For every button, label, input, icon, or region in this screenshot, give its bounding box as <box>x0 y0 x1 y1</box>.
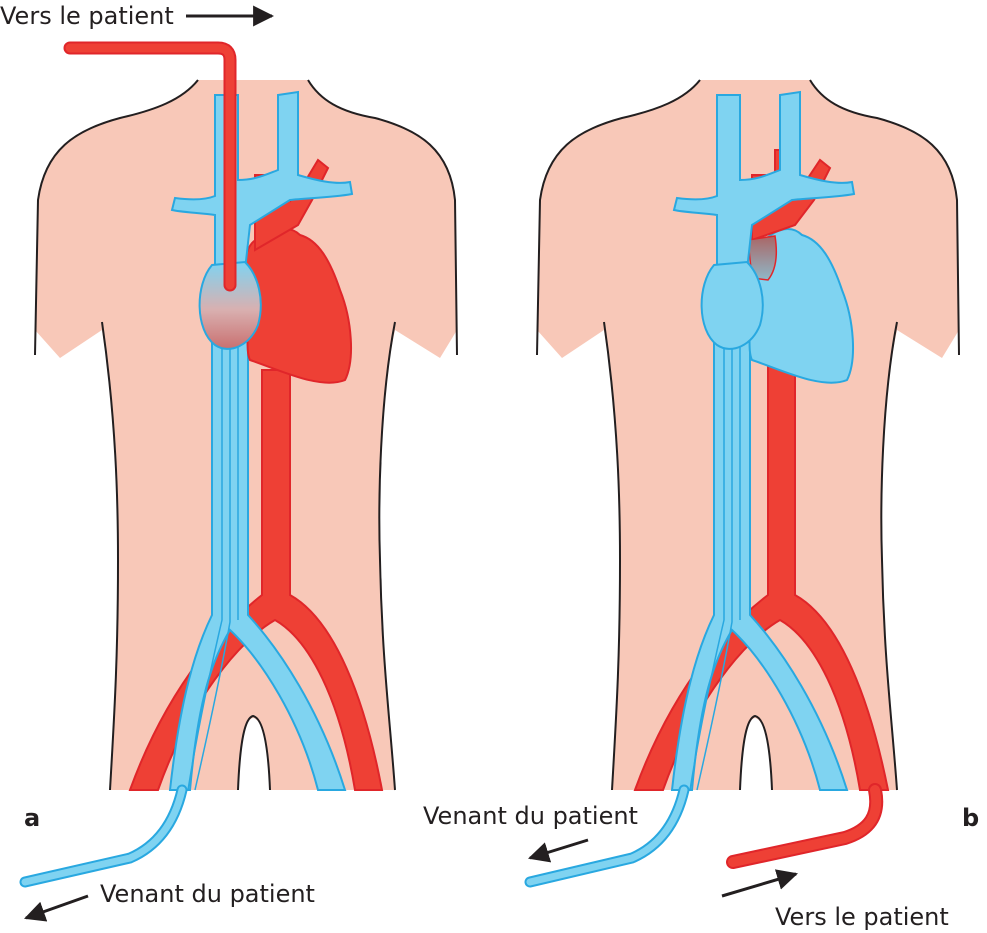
torso-outline-b <box>536 79 960 791</box>
vena-cava-lines-b <box>689 330 741 791</box>
venous-cannula-core-b <box>526 786 688 886</box>
arrow-up-right-icon <box>721 869 799 898</box>
label-vers-le-patient-b: Vers le patient <box>775 903 949 931</box>
aortic-root-b <box>747 235 778 281</box>
vena-cava-lines-a <box>187 340 239 791</box>
svc-veins-b <box>672 90 856 271</box>
label-venant-du-patient-b: Venant du patient <box>423 802 638 830</box>
label-venant-du-patient-a: Venant du patient <box>100 880 315 908</box>
arterial-cannula-core-b <box>728 785 882 867</box>
right-atrium-b <box>700 260 764 350</box>
vena-cava-a <box>168 329 347 791</box>
vena-cava-b <box>670 319 849 791</box>
panel-a: Vers le patient a Venant du patient <box>0 2 458 922</box>
arterial-cannula-core-a <box>65 43 235 290</box>
torso-outline-a <box>34 79 458 791</box>
panel-letter-a: a <box>24 804 40 832</box>
panel-b: Venant du patient b Vers le patient <box>423 79 979 931</box>
venous-cannula-core-a <box>21 786 186 886</box>
label-vers-le-patient-a: Vers le patient <box>0 2 174 30</box>
right-atrium-a <box>198 260 262 350</box>
svc-veins-a <box>170 90 354 271</box>
arrow-down-left-icon <box>24 894 89 922</box>
panel-letter-b: b <box>962 804 979 832</box>
arrow-down-left-icon <box>527 838 589 863</box>
